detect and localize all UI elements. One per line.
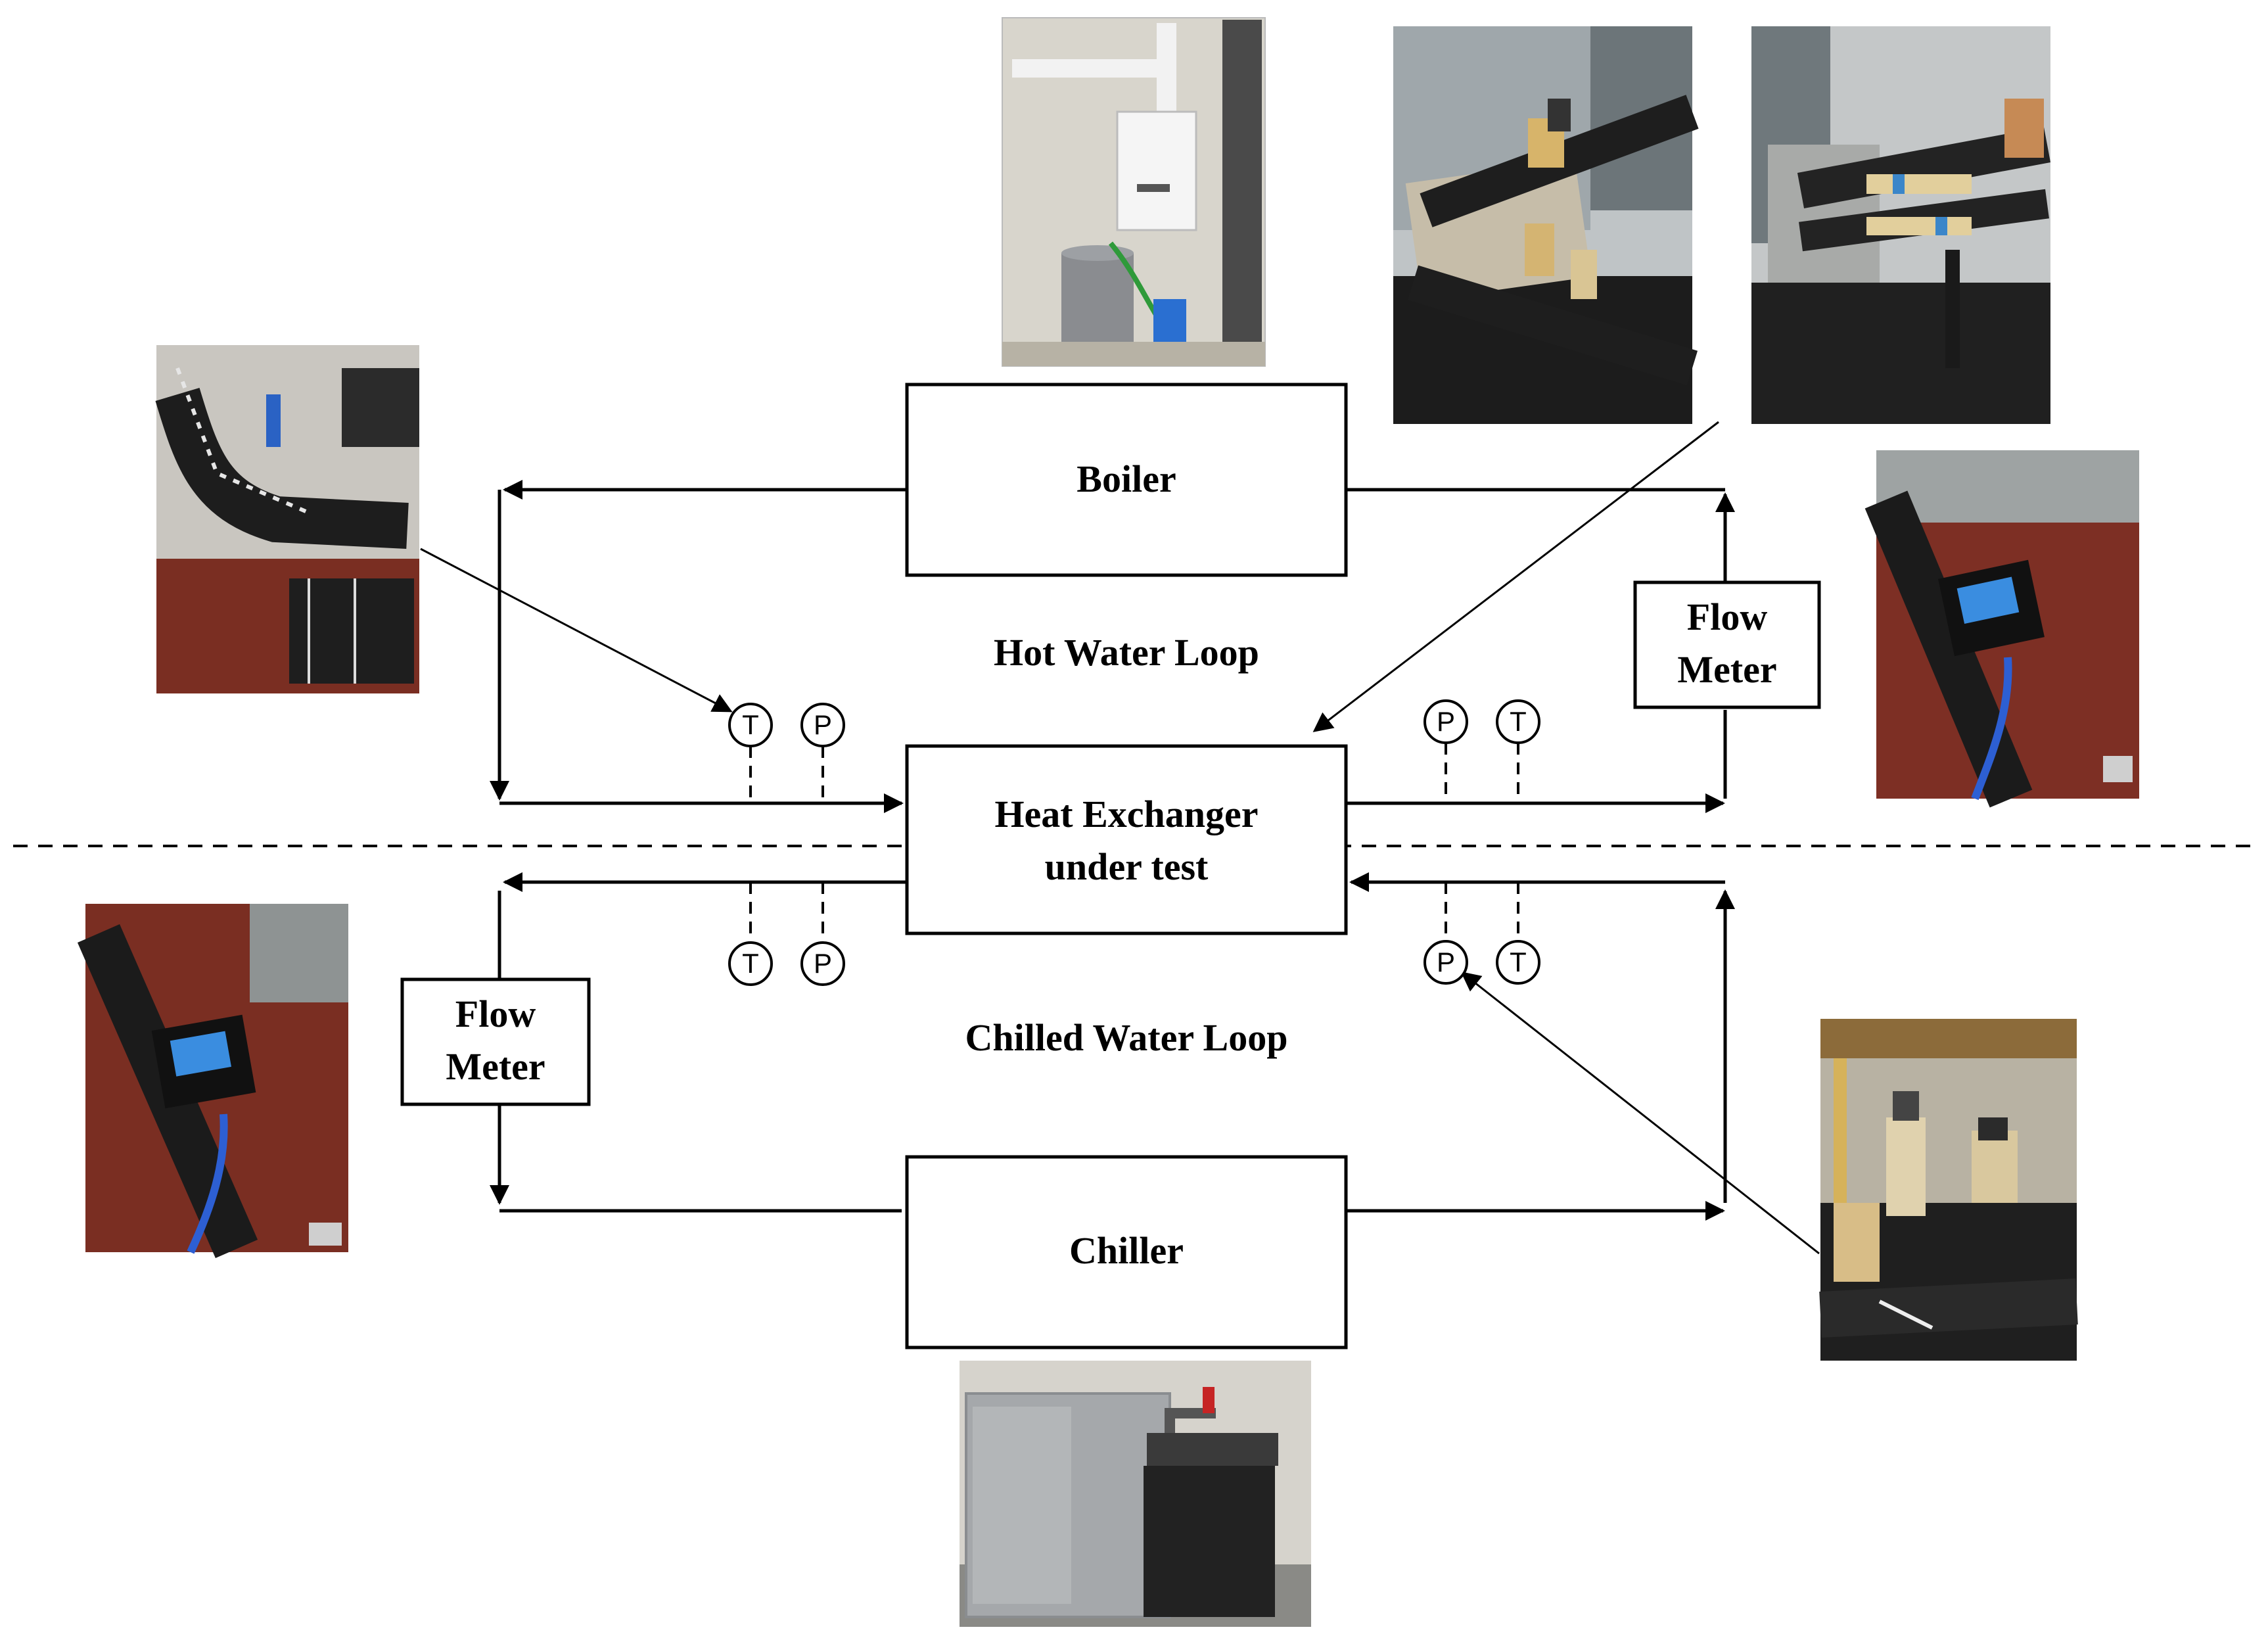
boiler-label: Boiler	[1076, 457, 1176, 500]
chiller-photo	[960, 1361, 1311, 1627]
hot-flowmeter-photo	[1864, 450, 2139, 808]
sensor-cold-out-pressure: P	[800, 941, 845, 986]
hx-photo-right	[1751, 26, 2051, 424]
hx-photo-left	[1393, 26, 1699, 424]
chiller-box	[905, 1155, 1348, 1349]
flow-meter-hot-box	[1633, 580, 1821, 709]
flow-meter-hot-label-line1: Flow	[1687, 596, 1768, 638]
pipe-lines	[490, 480, 1735, 1221]
sensor-cold-in-pressure: P	[1423, 940, 1468, 985]
chiller-label: Chiller	[1069, 1229, 1184, 1272]
svg-text:T: T	[1510, 947, 1527, 977]
sensor-cold-out-temperature: T	[728, 941, 773, 986]
chilled-water-loop-label: Chilled Water Loop	[965, 1016, 1288, 1059]
sensor-hot-out-pressure: P	[1423, 699, 1468, 744]
photo-pointers	[420, 421, 1820, 1255]
sensor-stems	[749, 743, 1519, 941]
svg-text:P: P	[1437, 706, 1455, 737]
svg-text:P: P	[814, 948, 832, 979]
svg-text:T: T	[742, 948, 759, 979]
heat-exchanger-label-line2: under test	[1045, 845, 1209, 888]
svg-text:T: T	[1510, 706, 1527, 737]
pointer-hx-connection	[1312, 421, 1719, 732]
sensor-hot-in-temperature: T	[728, 703, 773, 747]
boiler-box	[905, 383, 1348, 577]
sensor-cold-in-temperature: T	[1496, 940, 1540, 985]
svg-text:T: T	[742, 709, 759, 740]
hot-water-loop-label: Hot Water Loop	[994, 631, 1259, 674]
hot-sensor-photo	[155, 345, 419, 693]
heat-exchanger-box	[905, 744, 1348, 935]
cold-flowmeter-photo	[77, 904, 348, 1259]
flow-meter-cold-label-line2: Meter	[446, 1045, 545, 1088]
svg-text:P: P	[1437, 947, 1455, 977]
pointer-pressure-sensor	[1460, 972, 1820, 1255]
heat-exchanger-label-line1: Heat Exchanger	[994, 793, 1258, 835]
sensor-symbols: T P P T T P P T	[728, 699, 1540, 986]
flow-meter-cold-box	[400, 977, 591, 1106]
sensor-hot-in-pressure: P	[800, 703, 845, 747]
sensor-hot-out-temperature: T	[1496, 699, 1540, 744]
boiler-photo	[1002, 17, 1266, 367]
pressure-sensor-photo	[1819, 1019, 2078, 1361]
flow-meter-cold-label-line1: Flow	[455, 993, 536, 1035]
pointer-hot-sensor	[420, 548, 733, 713]
svg-text:P: P	[814, 709, 832, 740]
flow-meter-hot-label-line2: Meter	[1677, 648, 1776, 691]
